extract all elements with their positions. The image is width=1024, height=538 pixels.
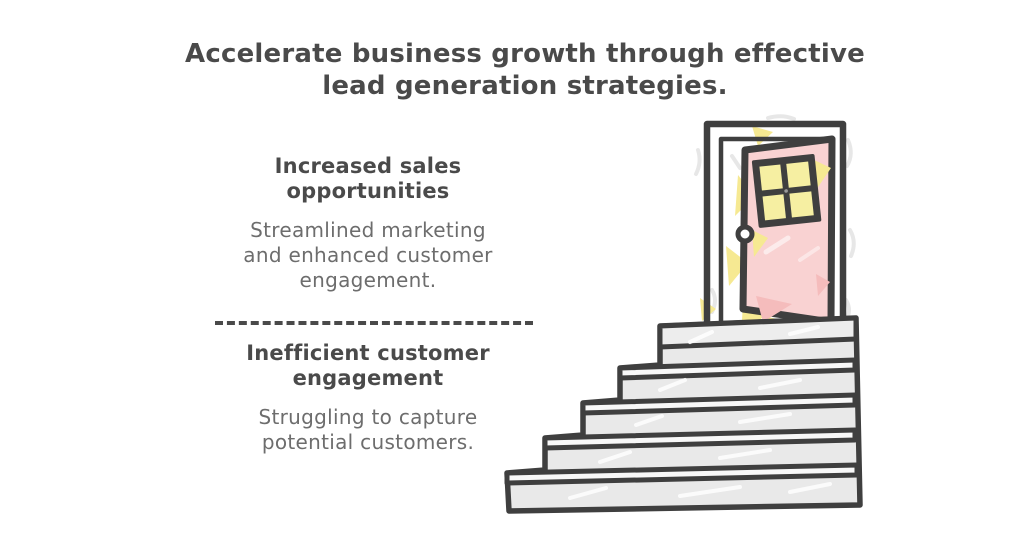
step-tread: [504, 462, 860, 486]
door-highlight: [798, 246, 820, 262]
page-title: Accelerate business growth through effec…: [185, 39, 865, 101]
door-shade: [816, 274, 830, 296]
dashed-divider: [215, 321, 533, 325]
door-window: [751, 154, 822, 228]
window-glow: [752, 230, 768, 257]
door-shade: [756, 296, 792, 322]
door-highlight: [763, 235, 791, 255]
problem-description: Struggling to capture potential customer…: [258, 405, 478, 454]
doorknob: [735, 224, 755, 244]
step-highlights: [568, 325, 832, 500]
benefit-description: Streamlined marketing and enhanced custo…: [243, 218, 493, 292]
problem-heading: Inefficient customer engagement: [246, 341, 490, 390]
threshold-slab: [657, 315, 859, 350]
step-tread: [617, 357, 858, 381]
benefit-heading: Increased sales opportunities: [274, 154, 462, 203]
step-tread: [542, 427, 858, 451]
staircase: [504, 315, 863, 514]
window-glow: [814, 160, 831, 190]
step-tread: [580, 392, 858, 416]
